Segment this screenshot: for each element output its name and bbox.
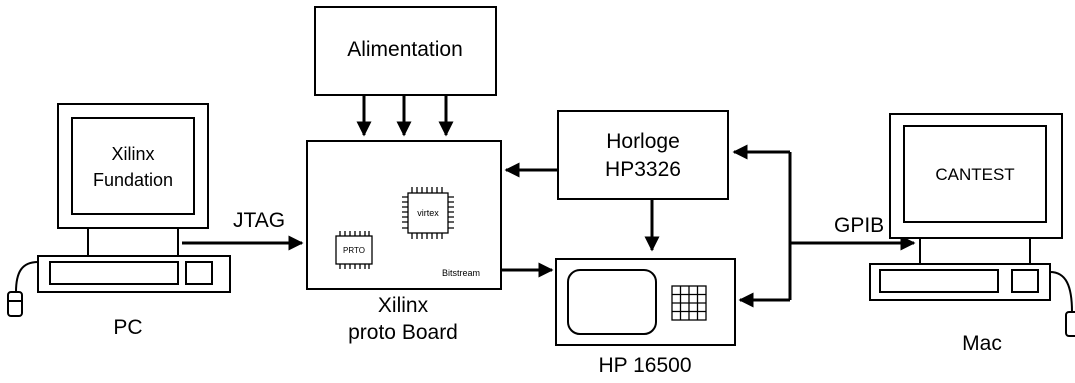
bitstream-port-label: Bitstream — [442, 268, 480, 278]
analyzer-keypad-icon — [671, 285, 707, 321]
pc-keyboard-keys — [49, 261, 179, 285]
clock-line1: Horloge — [606, 130, 680, 153]
pc-mouse-cable — [15, 261, 39, 293]
large-chip-label: virtex — [417, 208, 439, 218]
analyzer-box — [555, 258, 736, 346]
mac-screen — [903, 125, 1047, 223]
analyzer-label: HP 16500 — [598, 354, 691, 377]
alimentation-label: Alimentation — [347, 38, 463, 61]
mac-screen-text: CANTEST — [935, 165, 1014, 184]
pc-screen-line1: Xilinx — [111, 144, 154, 164]
board-label-line1: Xilinx — [378, 294, 429, 317]
power-arrows — [356, 95, 454, 137]
mac-keypad — [1011, 269, 1039, 293]
pc-mouse — [7, 291, 23, 317]
mac-keyboard-keys — [879, 269, 999, 293]
small-chip-icon — [335, 231, 373, 269]
mac-stand — [919, 237, 1031, 265]
mac-mouse — [1065, 311, 1075, 337]
pc-label: PC — [113, 316, 142, 339]
analyzer-screen — [567, 269, 657, 335]
gpib-bus — [732, 144, 916, 308]
board-label-line2: proto Board — [348, 321, 458, 344]
mac-label: Mac — [962, 332, 1002, 355]
large-chip-icon — [402, 187, 454, 239]
pc-computer — [7, 103, 231, 317]
pc-stand — [87, 227, 179, 257]
jtag-label: JTAG — [233, 209, 285, 232]
mac-computer — [869, 113, 1075, 337]
alimentation-box: Alimentation — [314, 6, 497, 96]
pc-screen-line2: Fundation — [93, 170, 173, 190]
clock-line2: HP3326 — [605, 158, 681, 181]
gpib-label: GPIB — [834, 214, 884, 237]
clock-box — [557, 110, 729, 200]
pc-screen — [71, 117, 195, 215]
pc-keypad — [185, 261, 213, 285]
proto-board: PRTO virtex Bitstream — [306, 140, 502, 290]
mac-mouse-cable — [1049, 271, 1073, 313]
small-chip-label: PRTO — [343, 246, 365, 255]
